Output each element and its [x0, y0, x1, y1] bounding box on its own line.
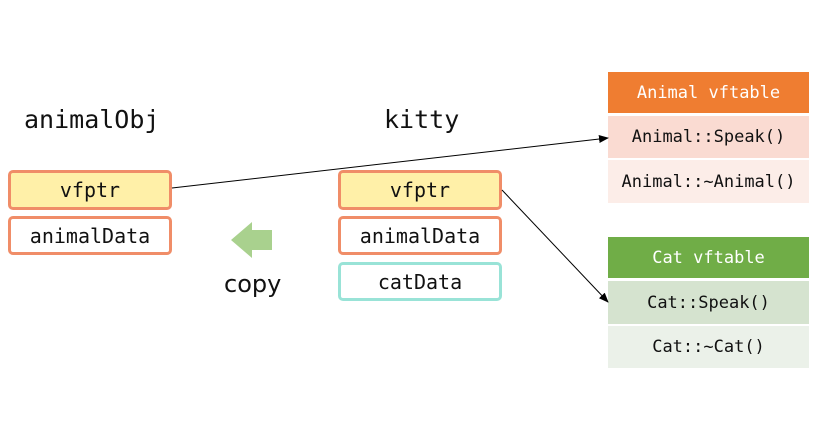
animalobj-vfptr-field: vfptr	[8, 170, 172, 210]
kitty-catdata-field: catData	[338, 262, 502, 301]
kitty-vfptr-field: vfptr	[338, 170, 502, 210]
kitty-title: kitty	[384, 105, 460, 134]
copy-label: copy	[224, 270, 282, 298]
cat-vftable-entry-destructor: Cat::~Cat()	[608, 326, 809, 368]
kitty-animaldata-field: animalData	[338, 216, 502, 255]
animal-vftable-entry-destructor: Animal::~Animal()	[608, 160, 809, 203]
animalobj-title: animalObj	[24, 105, 160, 134]
animalobj-animaldata-field: animalData	[8, 216, 172, 255]
cat-vftable-entry-speak: Cat::Speak()	[608, 281, 809, 324]
cat-vftable-header: Cat vftable	[608, 237, 809, 278]
animal-vftable-entry-speak: Animal::Speak()	[608, 116, 809, 158]
kitty-vfptr-arrow	[501, 189, 609, 303]
animal-vftable-header: Animal vftable	[608, 72, 809, 113]
